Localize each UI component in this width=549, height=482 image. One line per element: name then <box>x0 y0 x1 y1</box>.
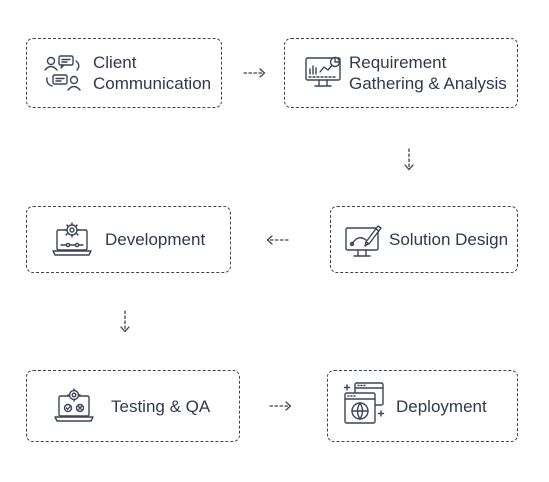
step-label-line: Deployment <box>396 396 487 416</box>
step-testing-qa: Testing & QA <box>26 370 240 442</box>
step-solution-design: Solution Design <box>330 206 518 273</box>
step-client-communication: Client Communication <box>26 38 222 108</box>
step-label-line: Development <box>105 230 206 249</box>
step-requirement-gathering-label: Requirement Gathering & Analysis <box>349 52 507 94</box>
laptop-gears-check-icon <box>51 384 97 428</box>
flow-arrow-right <box>243 67 267 79</box>
step-deployment-label: Deployment <box>396 396 487 417</box>
flow-arrow-down <box>403 148 415 172</box>
step-label-line: Solution Design <box>389 230 509 249</box>
step-solution-design-label: Solution Design <box>389 229 508 250</box>
step-label-line: Gathering & Analysis <box>349 74 507 93</box>
step-client-communication-label: Client Communication <box>93 52 211 94</box>
step-label-line: Client <box>93 53 137 72</box>
laptop-gear-icon <box>49 218 95 262</box>
step-label-line: Requirement <box>349 53 447 72</box>
step-development-label: Development <box>105 229 205 250</box>
flow-arrow-right <box>269 400 293 412</box>
analytics-monitor-icon <box>303 51 345 95</box>
step-testing-qa-label: Testing & QA <box>111 396 210 417</box>
step-deployment: Deployment <box>327 370 518 442</box>
flow-arrow-left <box>265 234 289 246</box>
step-label-line: Communication <box>93 74 212 93</box>
flow-arrow-down <box>119 310 131 334</box>
step-requirement-gathering: Requirement Gathering & Analysis <box>284 38 518 108</box>
step-development: Development <box>26 206 231 273</box>
browser-globe-icon <box>340 378 390 434</box>
step-label-line: Testing & QA <box>111 396 211 416</box>
design-monitor-icon <box>343 218 385 262</box>
chat-users-icon <box>41 51 85 95</box>
